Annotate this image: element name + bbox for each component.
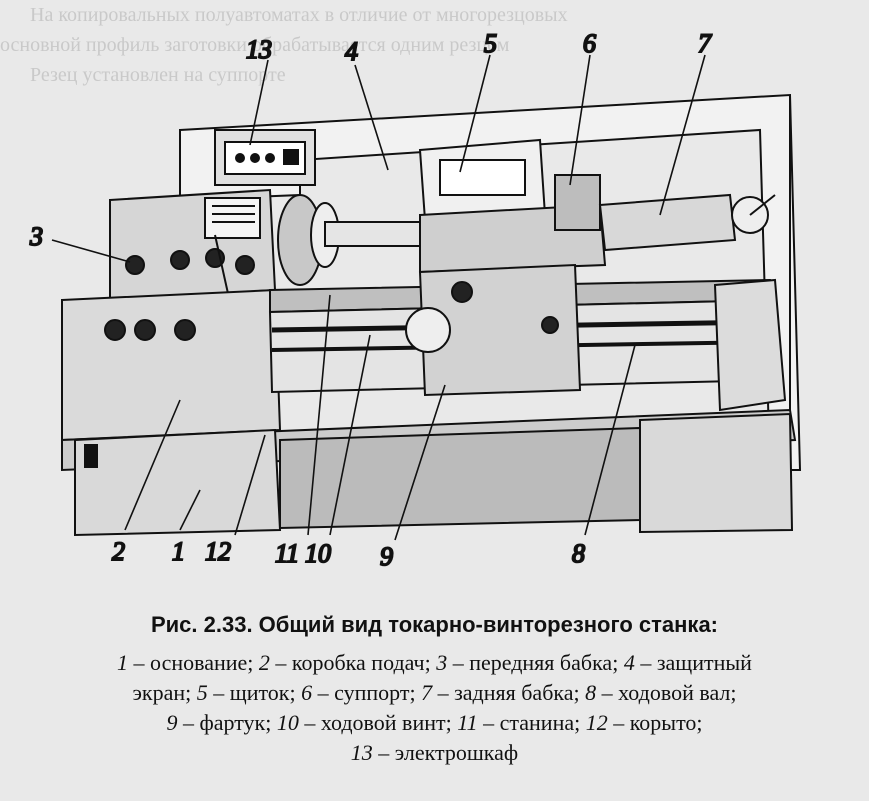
feed-knob <box>174 319 196 341</box>
wheel-handle <box>749 194 776 216</box>
cabinet-button <box>265 153 275 163</box>
callout-number: 3 <box>29 222 43 251</box>
apron-handwheel <box>405 307 451 353</box>
background-line: На копировальных полуавтоматах в отличие… <box>30 4 568 26</box>
callout-number: 10 <box>305 539 331 568</box>
lathe-drawing: 13 4 5 6 7 3 2 1 12 11 10 9 8 <box>28 28 802 572</box>
feed-box <box>61 288 282 442</box>
legend-number: 10 <box>276 710 299 735</box>
callout-number: 9 <box>380 542 393 571</box>
legend-text: – передняя бабка; <box>447 650 624 675</box>
legend-number: 6 <box>301 680 313 705</box>
callout-number: 7 <box>698 29 712 58</box>
callout-number: 5 <box>484 29 497 58</box>
legend-line: экран; 5 – щиток; 6 – суппорт; 7 – задня… <box>0 678 869 708</box>
legend-number: 12 <box>585 710 608 735</box>
headstock-plate <box>204 197 261 239</box>
leader-lines <box>51 54 706 541</box>
spindle <box>324 221 421 247</box>
callout-number: 2 <box>112 537 125 566</box>
legend-number: 5 <box>196 680 208 705</box>
callout-number: 12 <box>205 537 231 566</box>
background-line: Резец установлен на суппорте <box>30 64 286 86</box>
callout-number: 6 <box>583 29 596 58</box>
legend-text: – задняя бабка; <box>432 680 586 705</box>
background-line: основной профиль заготовки обрабатываетс… <box>0 34 510 56</box>
callout-number: 8 <box>572 539 585 568</box>
legend-number: 8 <box>585 680 597 705</box>
cabinet-switch <box>283 149 299 165</box>
legend-number: 11 <box>457 710 478 735</box>
legend-line: 13 – электрошкаф <box>0 738 869 768</box>
legend-text: – корыто; <box>607 710 703 735</box>
legend-text: экран; <box>132 680 197 705</box>
apron-knob <box>541 316 559 334</box>
legend-line: 9 – фартук; 10 – ходовой винт; 11 – стан… <box>0 708 869 738</box>
legend-text: – суппорт; <box>312 680 422 705</box>
legend-text: – ходовой винт; <box>298 710 458 735</box>
bed-underside <box>279 426 641 530</box>
tool-post <box>554 174 601 231</box>
legend-number: 2 <box>258 650 270 675</box>
legend-number: 1 <box>117 650 129 675</box>
headstock-knob <box>235 255 255 275</box>
end-guard <box>713 278 787 412</box>
tailstock <box>598 193 737 252</box>
legend-text: – защитный <box>634 650 752 675</box>
legend-text: – станина; <box>477 710 586 735</box>
base-switch <box>84 444 98 468</box>
legend-number: 7 <box>421 680 433 705</box>
cabinet-button <box>250 153 260 163</box>
legend-text: – щиток; <box>207 680 302 705</box>
legend-text: – основание; <box>128 650 259 675</box>
caption-title: Рис. 2.33. Общий вид токарно-винторезног… <box>150 612 719 637</box>
legend-text: – электрошкаф <box>372 740 519 765</box>
cabinet-button <box>235 153 245 163</box>
callout-number: 11 <box>275 539 299 568</box>
legend-number: 13 <box>350 740 373 765</box>
callout-number: 1 <box>172 537 185 566</box>
callout-number: 13 <box>246 35 272 64</box>
headstock-knob <box>125 255 145 275</box>
right-pedestal <box>639 412 794 534</box>
callout-number: 4 <box>345 37 358 66</box>
legend-number: 4 <box>623 650 635 675</box>
feed-knob <box>104 319 126 341</box>
legend-number: 3 <box>436 650 448 675</box>
feed-knob <box>134 319 156 341</box>
legend-line: 1 – основание; 2 – коробка подач; 3 – пе… <box>0 648 869 678</box>
legend-text: – ходовой вал; <box>596 680 737 705</box>
caption-legend: 1 – основание; 2 – коробка подач; 3 – пе… <box>0 648 869 768</box>
figure-caption: Рис. 2.33. Общий вид токарно-винторезног… <box>0 612 869 768</box>
legend-number: 9 <box>166 710 178 735</box>
headstock-knob <box>170 250 190 270</box>
legend-text: – фартук; <box>177 710 277 735</box>
legend-text: – коробка подач; <box>269 650 437 675</box>
base <box>74 428 282 537</box>
shield-window <box>439 159 526 196</box>
apron-knob <box>451 281 473 303</box>
